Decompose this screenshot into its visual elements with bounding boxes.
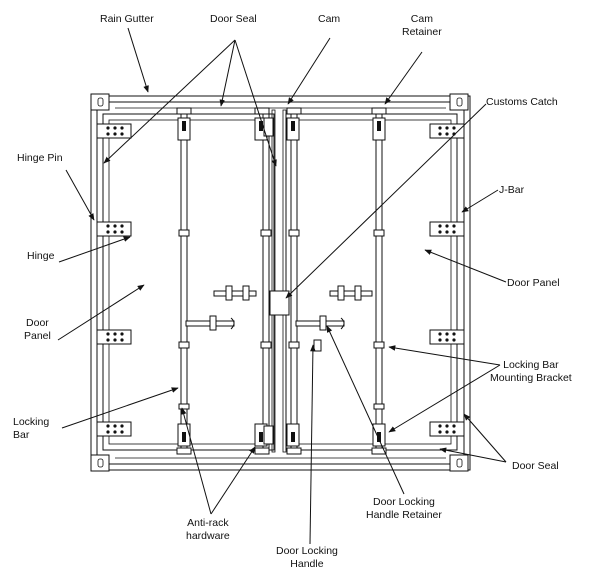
label-cam: Cam [318, 13, 341, 25]
label-door-seal-top: Door Seal [210, 13, 257, 25]
cam-retainers [176, 107, 387, 455]
leader-lines [57, 27, 507, 545]
right-door [285, 113, 458, 451]
locking-bars [180, 107, 383, 455]
label-rain-gutter: Rain Gutter [100, 13, 154, 25]
mounting-brackets [178, 229, 385, 410]
label-customs-catch: Customs Catch [486, 96, 558, 108]
left-door [102, 113, 275, 451]
label-hinge: Hinge [27, 250, 55, 262]
label-door-seal-bottom: Door Seal [512, 460, 559, 472]
locking-handles [185, 285, 373, 352]
label-hinge-pin: Hinge Pin [17, 152, 63, 164]
hinges [96, 123, 465, 437]
label-j-bar: J-Bar [499, 184, 525, 196]
customs-catch [269, 290, 290, 316]
label-door-panel-right: Door Panel [507, 277, 560, 289]
container-frame [90, 93, 471, 472]
